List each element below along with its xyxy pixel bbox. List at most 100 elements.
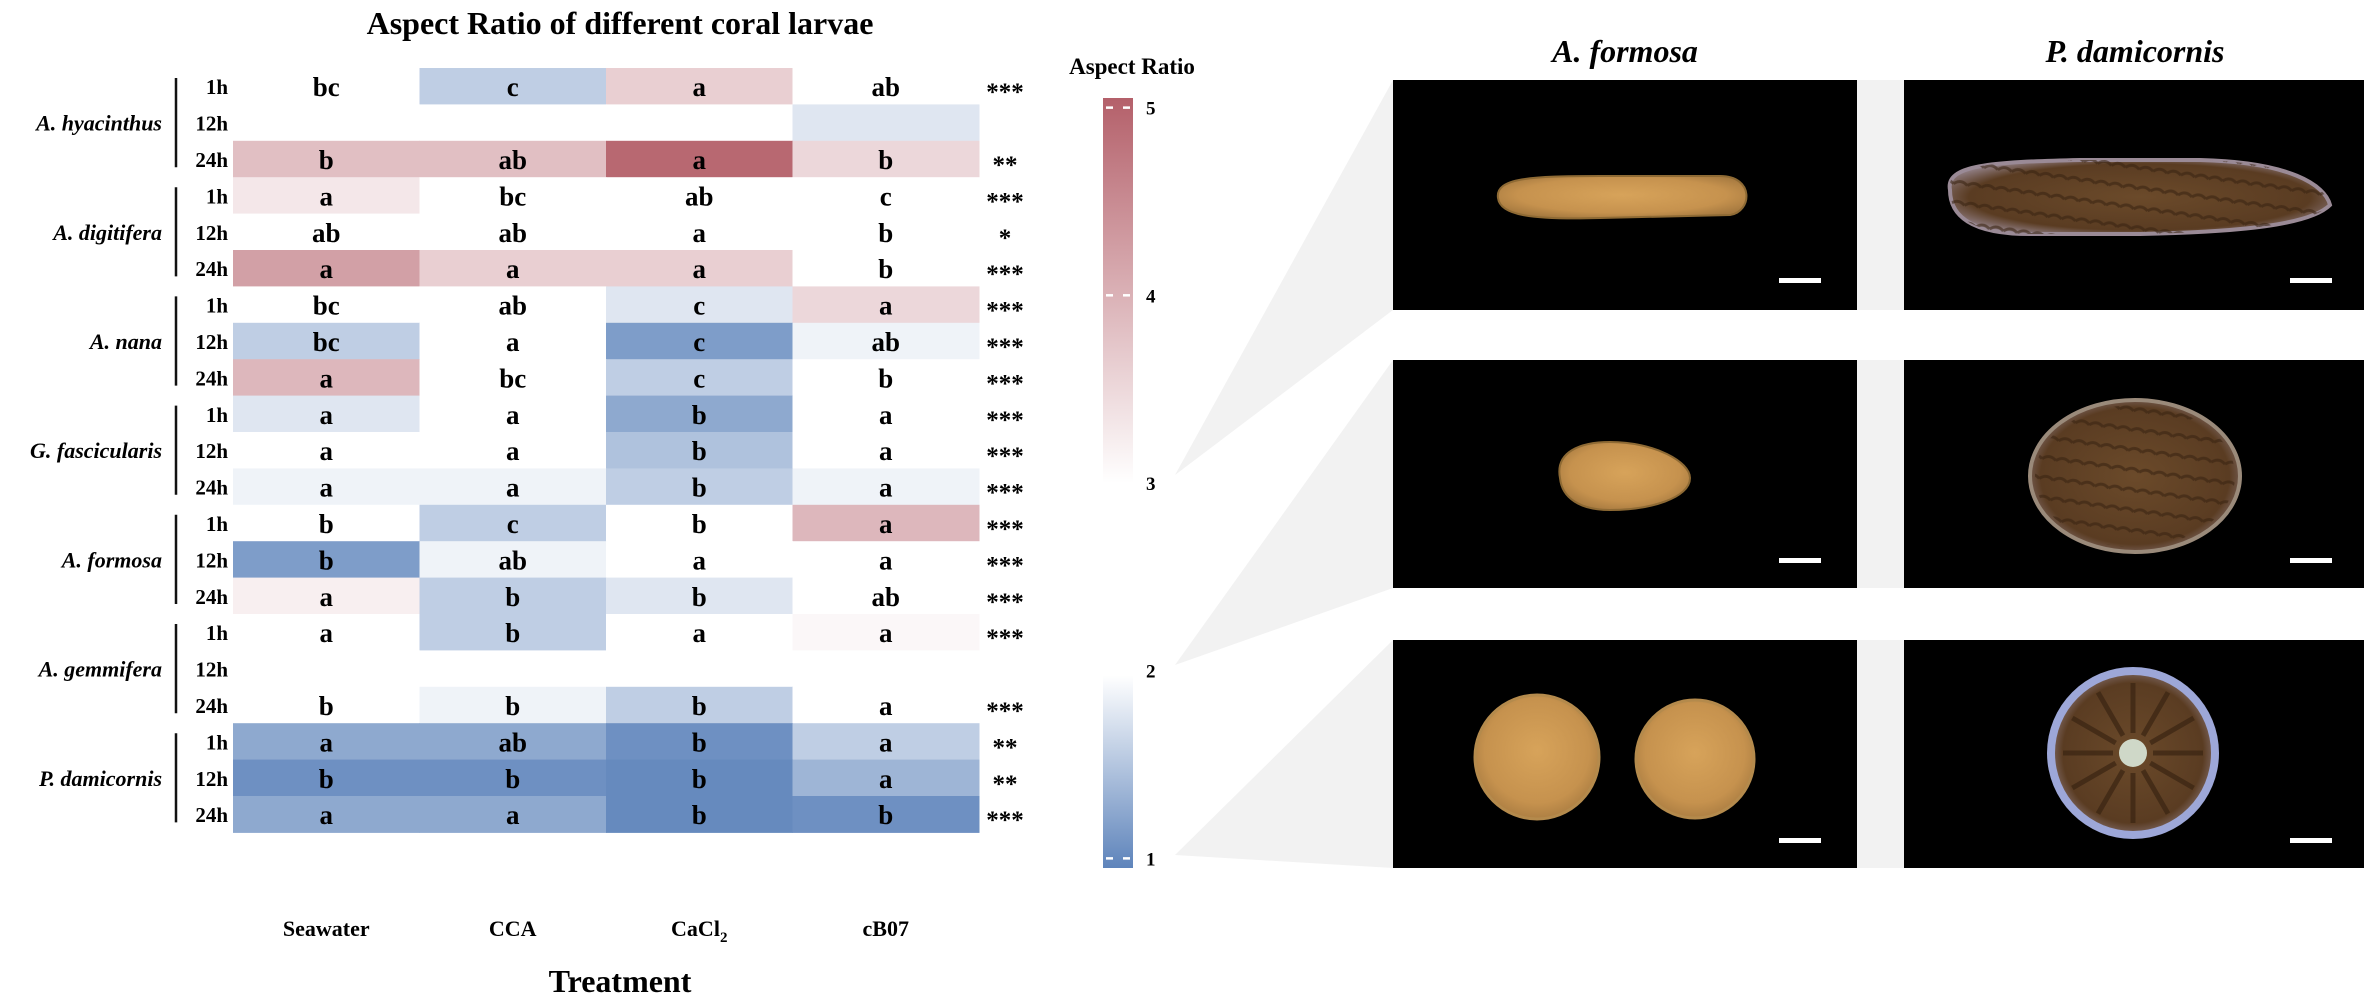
heatmap-cell <box>233 177 420 215</box>
cell-letter: b <box>878 145 893 175</box>
larva-formosa-3b <box>1634 698 1756 820</box>
significance-label: *** <box>986 79 1024 106</box>
photo-formosa-round <box>1393 640 1857 868</box>
wedge-bottom <box>1175 640 1393 868</box>
cell-letter: bc <box>499 363 526 393</box>
cell-letter: a <box>879 473 893 503</box>
wedge-top <box>1175 80 1393 475</box>
cell-letter: ab <box>871 582 900 612</box>
cell-letter: a <box>320 473 334 503</box>
heatmap-cell <box>606 614 793 651</box>
photo-formosa-oval <box>1393 360 1857 588</box>
significance-label: *** <box>986 589 1024 616</box>
cell-letter: b <box>692 582 707 612</box>
heatmap-cell <box>792 250 980 287</box>
species-label: A. formosa <box>60 547 162 572</box>
significance-label: *** <box>986 552 1024 579</box>
time-point-label: 24h <box>195 694 228 718</box>
time-point-label: 24h <box>195 585 228 609</box>
heatmap-cell <box>233 104 420 142</box>
heatmap-cell <box>792 650 980 688</box>
x-tick-label: Seawater <box>283 916 370 941</box>
heatmap-cell <box>419 68 607 105</box>
larva-formosa-3a <box>1473 693 1601 821</box>
heatmap-cell <box>606 796 793 833</box>
heatmap-cell <box>233 286 420 324</box>
heatmap-cell <box>606 286 793 324</box>
cell-letter: a <box>506 800 520 830</box>
cell-letter: bc <box>313 291 340 321</box>
cell-letter: bc <box>499 181 526 211</box>
significance-label: *** <box>986 807 1024 834</box>
cell-letter: a <box>879 691 893 721</box>
significance-label: ** <box>993 771 1018 798</box>
heatmap-cell <box>233 650 420 688</box>
significance-label: *** <box>986 407 1024 434</box>
heatmap-cell <box>606 213 793 251</box>
heatmap-cell <box>792 614 980 651</box>
heatmap-cell <box>792 68 980 105</box>
cell-letter: b <box>319 764 334 794</box>
cell-letter: bc <box>313 72 340 102</box>
heatmap-cell <box>606 504 793 542</box>
heatmap-cell <box>233 541 420 579</box>
legend-tick-label: 3 <box>1146 474 1156 495</box>
cell-letter: b <box>692 400 707 430</box>
time-point-label: 1h <box>206 75 229 99</box>
significance-label: *** <box>986 334 1024 361</box>
heatmap-cell <box>233 796 420 833</box>
time-point-label: 24h <box>195 366 228 390</box>
photo-damicornis-elongated <box>1904 80 2364 310</box>
heatmap-cell <box>233 140 420 178</box>
cell-letter: ab <box>871 72 900 102</box>
significance-label: *** <box>986 188 1024 215</box>
heatmap-cell <box>419 432 607 469</box>
time-point-label: 12h <box>195 658 228 682</box>
cell-letter: ab <box>498 145 527 175</box>
time-point-label: 12h <box>195 221 228 245</box>
cell-letter: a <box>320 582 334 612</box>
cell-letter: a <box>693 218 707 248</box>
cell-letter: b <box>878 218 893 248</box>
heatmap-cell <box>419 395 607 433</box>
cell-letter: b <box>319 145 334 175</box>
larva-photo-panels <box>1393 80 2364 868</box>
significance-label: *** <box>986 443 1024 470</box>
heatmap-cell <box>419 614 607 651</box>
cell-letter: b <box>505 764 520 794</box>
cell-letter: a <box>693 618 707 648</box>
cell-letter: b <box>692 691 707 721</box>
x-tick-label: CCA <box>489 916 537 941</box>
gap-top <box>1856 80 1904 310</box>
significance-label: *** <box>986 261 1024 288</box>
heatmap-cell <box>792 322 980 360</box>
time-point-label: 12h <box>195 112 228 136</box>
significance-label: *** <box>986 698 1024 725</box>
scale-bar <box>1779 558 1821 563</box>
cell-letter: c <box>693 327 705 357</box>
heatmap-cell <box>792 759 980 797</box>
cell-letter: b <box>505 582 520 612</box>
cell-letter: a <box>320 400 334 430</box>
heatmap-cell <box>606 650 793 688</box>
cell-letter: b <box>319 545 334 575</box>
cell-letter: a <box>320 254 334 284</box>
cell-letter: a <box>320 363 334 393</box>
heatmap-cell <box>606 140 793 178</box>
heatmap-cell <box>792 177 980 215</box>
heatmap-cell <box>792 686 980 724</box>
heatmap-cell <box>792 723 980 761</box>
heatmap-cell <box>233 759 420 797</box>
heatmap-cell <box>233 432 420 469</box>
heatmap-cell <box>419 541 607 579</box>
heatmap-cell <box>233 723 420 761</box>
time-point-label: 24h <box>195 148 228 172</box>
larva-formosa-1 <box>1496 175 1748 220</box>
heatmap-cell <box>606 723 793 761</box>
heatmap-cell <box>792 213 980 251</box>
heatmap-cell <box>606 68 793 105</box>
species-label: A. hyacinthus <box>34 111 162 136</box>
heatmap-cell <box>419 177 607 215</box>
